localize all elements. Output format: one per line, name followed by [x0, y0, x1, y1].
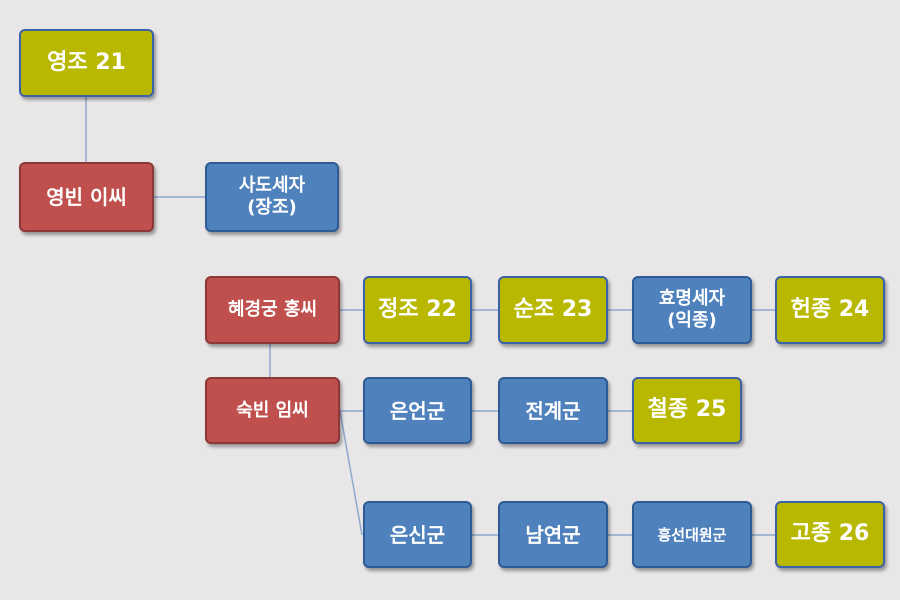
node-yeongjo: 영조 21 [19, 29, 154, 97]
node-cheoljong-label: 철종 25 [647, 397, 727, 423]
node-hyomyeong-label-1: 효명세자 [658, 288, 726, 310]
node-eunsin: 은신군 [363, 501, 472, 568]
node-namyeon-label: 남연군 [525, 522, 581, 547]
node-jeongjo-label: 정조 22 [378, 296, 457, 322]
node-gojong-label: 고종 26 [790, 521, 870, 547]
node-hyomyeong-label-2: (익종) [667, 310, 717, 331]
node-hyomyeong: 효명세자 (익종) [632, 276, 752, 344]
node-sukbin-label: 숙빈 임씨 [236, 399, 309, 421]
node-sunjo-label: 순조 23 [513, 296, 593, 322]
node-heungseon-label: 흥선대원군 [657, 525, 727, 544]
node-sado: 사도세자 (장조) [205, 162, 339, 232]
node-cheoljong: 철종 25 [632, 377, 742, 444]
node-yeongjo-label: 영조 21 [47, 49, 126, 75]
node-euneon: 은언군 [363, 377, 472, 444]
node-heonjong: 헌종 24 [775, 276, 885, 344]
node-jeongye: 전계군 [498, 377, 608, 444]
connector-sukbin-eunsin [339, 410, 363, 536]
node-hyegyeong: 혜경궁 홍씨 [205, 276, 340, 344]
node-heonjong-label: 헌종 24 [790, 296, 870, 322]
node-euneon-label: 은언군 [389, 398, 446, 423]
node-jeongjo: 정조 22 [363, 276, 472, 344]
node-jeongye-label: 전계군 [525, 398, 581, 423]
node-heungseon: 흥선대원군 [632, 501, 752, 568]
node-sado-label-1: 사도세자 [238, 175, 306, 197]
node-sunjo: 순조 23 [498, 276, 608, 344]
node-sado-label-2: (장조) [247, 197, 297, 218]
node-yeongbin-label: 영빈 이씨 [46, 185, 127, 209]
node-sukbin: 숙빈 임씨 [205, 377, 340, 444]
node-namyeon: 남연군 [498, 501, 608, 568]
node-eunsin-label: 은신군 [389, 522, 446, 547]
node-hyegyeong-label: 혜경궁 홍씨 [227, 299, 318, 321]
node-yeongbin: 영빈 이씨 [19, 162, 154, 232]
node-gojong: 고종 26 [775, 501, 885, 568]
